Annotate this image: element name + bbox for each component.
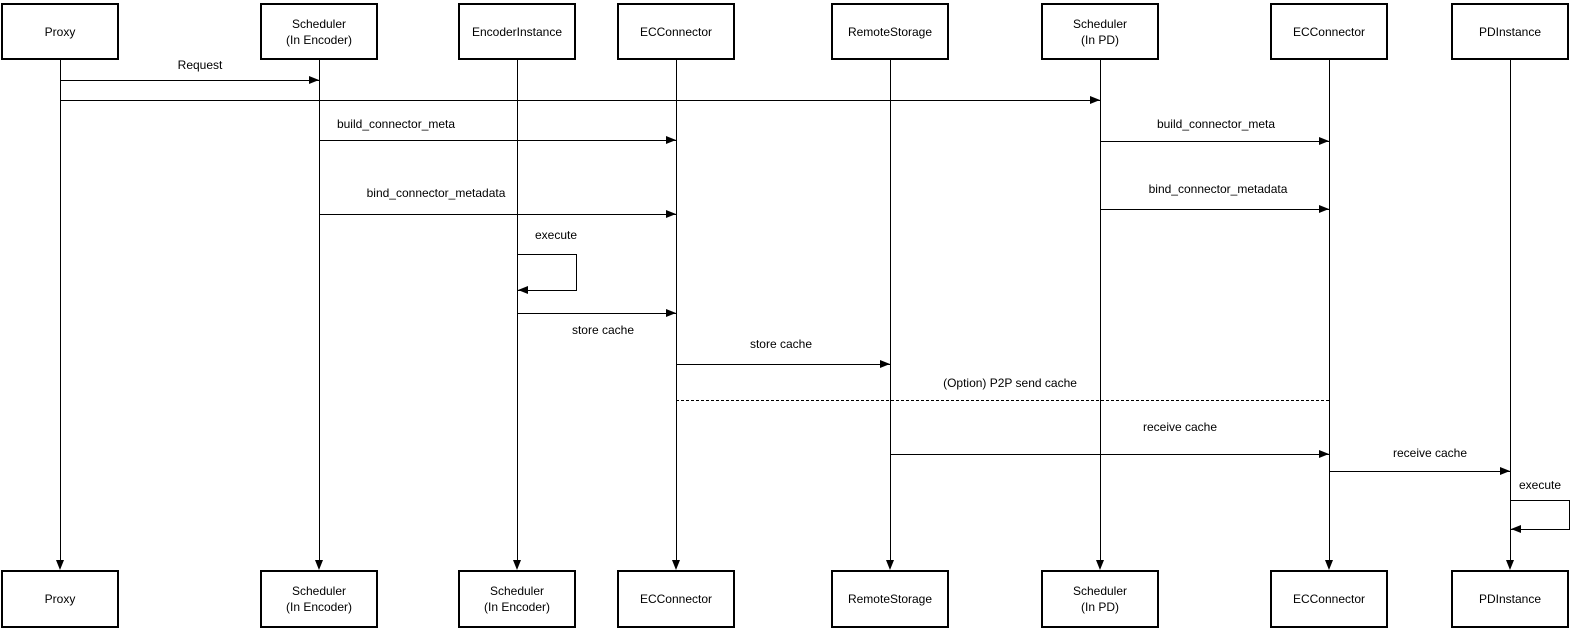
- lifeline-scheduler-encoder: [319, 60, 320, 560]
- actor-bottom-scheduler-encoder-2: Scheduler (In Encoder): [458, 570, 576, 628]
- message-line: [517, 313, 676, 314]
- lifeline-scheduler-pd: [1100, 60, 1101, 560]
- arrowhead-right-icon: [666, 210, 676, 218]
- message-label: bind_connector_metadata: [366, 186, 506, 200]
- arrowhead-right-icon: [880, 360, 890, 368]
- lifeline-end-arrow-scheduler-pd: [1096, 560, 1104, 570]
- lifeline-encoderinstance: [517, 60, 518, 560]
- message-label: bind_connector_metadata: [1148, 182, 1288, 196]
- lifeline-end-arrow-pdinstance: [1506, 560, 1514, 570]
- lifeline-proxy: [60, 60, 61, 560]
- message-line: [676, 364, 890, 365]
- actor-top-scheduler-pd: Scheduler (In PD): [1041, 3, 1159, 60]
- message-line: [1100, 141, 1329, 142]
- actor-bottom-ecconnector-2: ECConnector: [1270, 570, 1388, 628]
- arrowhead-right-icon: [1319, 450, 1329, 458]
- arrowhead-right-icon: [1319, 137, 1329, 145]
- message-label: receive cache: [1142, 420, 1218, 434]
- actor-bottom-proxy: Proxy: [1, 570, 119, 628]
- message-label: (Option) P2P send cache: [943, 376, 1077, 390]
- lifeline-remotestorage: [890, 60, 891, 560]
- message-label: build_connector_meta: [336, 117, 456, 131]
- message-label: receive cache: [1392, 446, 1468, 460]
- actor-bottom-remotestorage: RemoteStorage: [831, 570, 949, 628]
- message-line: [60, 80, 319, 81]
- message-line: [319, 140, 676, 141]
- lifeline-end-arrow-encoderinstance: [513, 560, 521, 570]
- lifeline-pdinstance: [1510, 60, 1511, 560]
- actor-bottom-pdinstance: PDInstance: [1451, 570, 1569, 628]
- lifeline-end-arrow-ecconnector: [672, 560, 680, 570]
- lifeline-end-arrow-ecconnector-2: [1325, 560, 1333, 570]
- lifeline-end-arrow-remotestorage: [886, 560, 894, 570]
- message-label: Request: [177, 58, 223, 72]
- arrowhead-right-icon: [1500, 467, 1510, 475]
- message-label: store cache: [571, 323, 635, 337]
- arrowhead-right-icon: [666, 136, 676, 144]
- actor-bottom-scheduler-encoder: Scheduler (In Encoder): [260, 570, 378, 628]
- message-label: store cache: [749, 337, 813, 351]
- message-label: build_connector_meta: [1156, 117, 1276, 131]
- message-label: execute: [534, 228, 578, 242]
- actor-top-encoderinstance: EncoderInstance: [458, 3, 576, 60]
- message-line: [1329, 471, 1510, 472]
- message-line-dashed: [676, 400, 1329, 401]
- actor-top-scheduler-encoder: Scheduler (In Encoder): [260, 3, 378, 60]
- actor-top-ecconnector: ECConnector: [617, 3, 735, 60]
- message-line: [1100, 209, 1329, 210]
- lifeline-end-arrow-scheduler-encoder: [315, 560, 323, 570]
- actor-top-remotestorage: RemoteStorage: [831, 3, 949, 60]
- arrowhead-right-icon: [1090, 96, 1100, 104]
- actor-top-ecconnector-2: ECConnector: [1270, 3, 1388, 60]
- actor-bottom-scheduler-pd: Scheduler (In PD): [1041, 570, 1159, 628]
- arrowhead-left-icon: [1511, 525, 1521, 533]
- self-loop: [1510, 500, 1570, 530]
- actor-bottom-ecconnector: ECConnector: [617, 570, 735, 628]
- lifeline-ecconnector-2: [1329, 60, 1330, 560]
- arrowhead-right-icon: [1319, 205, 1329, 213]
- lifeline-ecconnector: [676, 60, 677, 560]
- message-line: [60, 100, 1100, 101]
- message-line: [319, 214, 676, 215]
- arrowhead-right-icon: [309, 76, 319, 84]
- self-loop: [517, 254, 577, 291]
- actor-top-pdinstance: PDInstance: [1451, 3, 1569, 60]
- arrowhead-right-icon: [666, 309, 676, 317]
- arrowhead-left-icon: [518, 286, 528, 294]
- message-line: [890, 454, 1329, 455]
- actor-top-proxy: Proxy: [1, 3, 119, 60]
- lifeline-end-arrow-proxy: [56, 560, 64, 570]
- message-label: execute: [1518, 478, 1562, 492]
